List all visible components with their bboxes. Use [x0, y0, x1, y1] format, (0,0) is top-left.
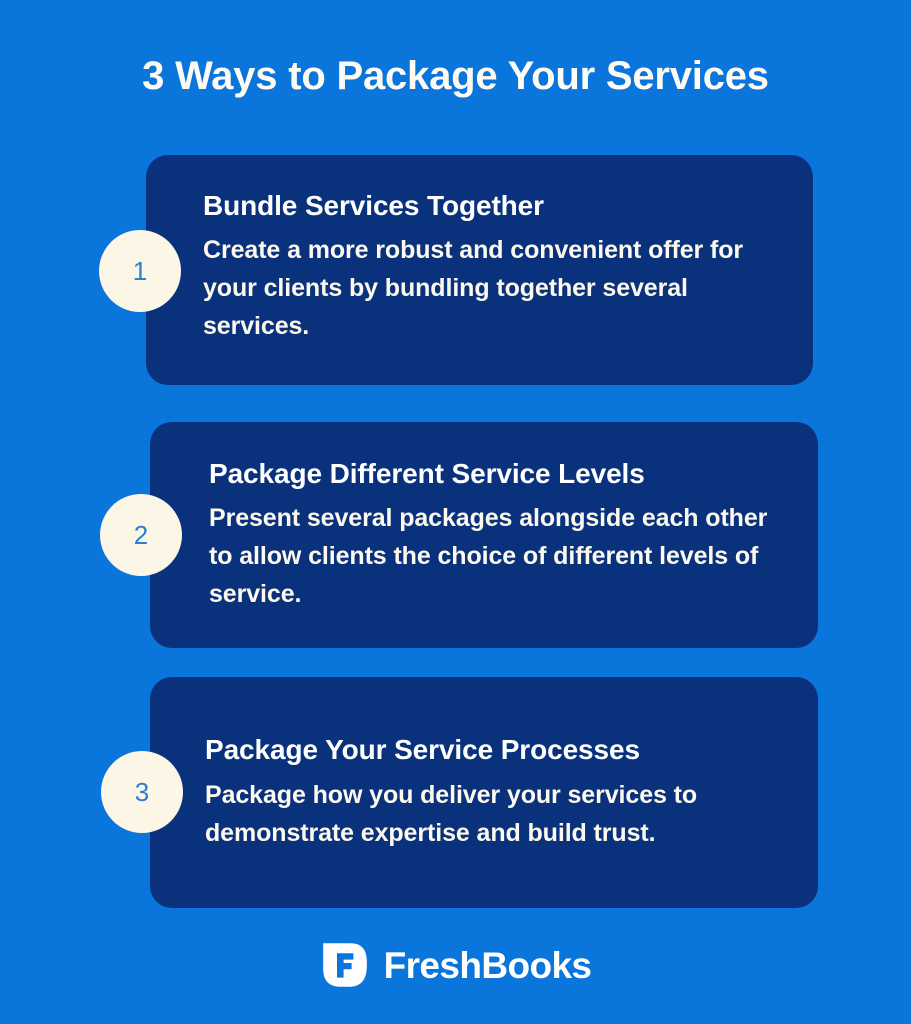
tip-card-2-number-badge: 2 — [100, 494, 182, 576]
tip-card-3-heading: Package Your Service Processes — [205, 734, 640, 766]
tip-card-2-content: Package Different Service Levels Present… — [209, 422, 794, 648]
freshbooks-logo-icon — [322, 943, 367, 987]
tip-card-3: Package Your Service Processes Package h… — [150, 677, 818, 908]
tip-card-1-number-badge: 1 — [99, 230, 181, 312]
tip-card-1-heading: Bundle Services Together — [203, 189, 544, 221]
tip-card-3-content: Package Your Service Processes Package h… — [205, 677, 794, 908]
brand-logo: FreshBooks — [0, 940, 911, 990]
tip-card-1-content: Bundle Services Together Create a more r… — [203, 155, 789, 385]
tip-card-1-body: Create a more robust and convenient offe… — [203, 236, 744, 341]
tip-card-2-body: Present several packages alongside each … — [209, 504, 768, 609]
tip-card-1: Bundle Services Together Create a more r… — [146, 155, 813, 385]
brand-wordmark: FreshBooks — [383, 944, 592, 986]
tip-card-3-number-badge: 3 — [101, 751, 183, 833]
tip-card-2-heading: Package Different Service Levels — [209, 457, 645, 489]
tip-card-2: Package Different Service Levels Present… — [150, 422, 818, 648]
tip-card-3-body: Package how you deliver your services to… — [205, 780, 698, 847]
page-title: 3 Ways to Package Your Services — [142, 54, 769, 98]
